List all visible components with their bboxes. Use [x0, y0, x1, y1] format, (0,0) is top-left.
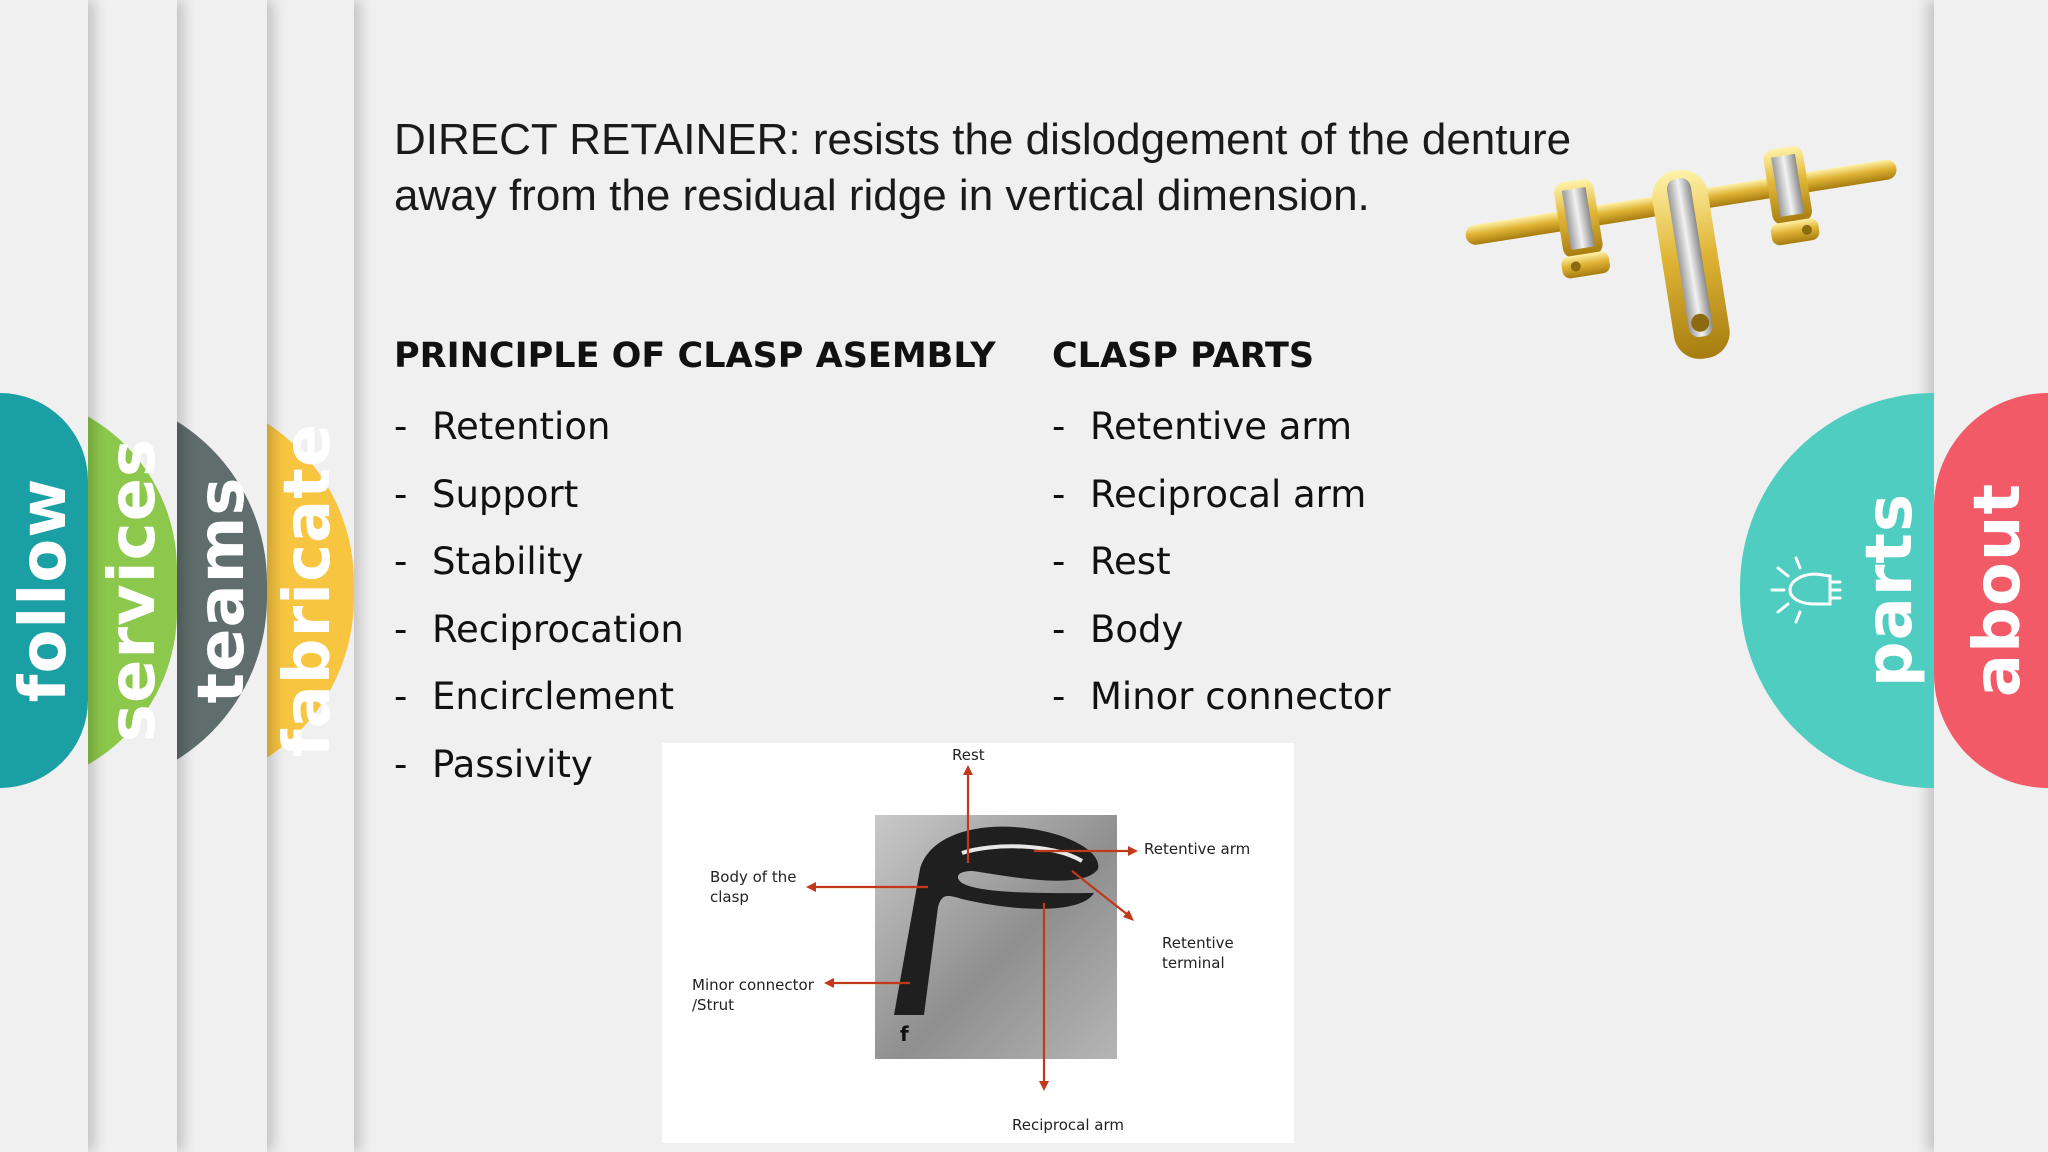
tab-about[interactable]: about	[1934, 0, 2048, 1152]
list-item: -Support	[394, 472, 579, 516]
list-item: -Passivity	[394, 742, 593, 786]
list-item: -Retention	[394, 405, 611, 448]
tab-fabricate-label: fabricate	[271, 422, 345, 758]
headline-term: DIRECT RETAINER:	[394, 115, 801, 164]
label-body-of-clasp: Body of the clasp	[710, 868, 797, 906]
parts-list: -Retentive arm -Reciprocal arm -Rest -Bo…	[1052, 402, 1391, 740]
headline-line1: resists the dislodgement of the denture	[800, 115, 1572, 164]
figure-letter: f	[900, 1022, 909, 1046]
slide-content: DIRECT RETAINER: resists the dislodgemen…	[354, 0, 1934, 1152]
list-item: -Reciprocation	[394, 607, 684, 651]
door-latch-image	[1465, 146, 1897, 359]
tab-parts[interactable]: parts	[1740, 0, 1934, 1152]
tab-services-label: services	[96, 437, 170, 743]
headline-line2: away from the residual ridge in vertical…	[394, 171, 1370, 220]
tab-follow-band	[0, 393, 88, 788]
label-minor-connector: Minor connector /Strut	[692, 976, 814, 1014]
tab-parts-label: parts	[1853, 492, 1927, 688]
tab-about-label: about	[1961, 482, 2035, 698]
list-item: -Reciprocal arm	[1052, 472, 1367, 516]
tab-follow-label: follow	[7, 477, 81, 703]
clasp-drawing: f	[806, 765, 1138, 1091]
headline: DIRECT RETAINER: resists the dislodgemen…	[394, 112, 1594, 224]
label-retentive-arm: Retentive arm	[1144, 840, 1251, 858]
principle-list: -Retention -Support -Stability -Reciproc…	[394, 402, 684, 807]
lightbulb-icon	[1770, 556, 1842, 624]
label-retentive-terminal: Retentive terminal	[1162, 934, 1234, 972]
tab-teams-label: teams	[185, 476, 259, 704]
list-item: -Minor connector	[1052, 675, 1391, 718]
label-rest: Rest	[952, 746, 985, 764]
list-item: -Body	[1052, 607, 1184, 651]
list-item: -Rest	[1052, 540, 1171, 583]
list-item: -Encirclement	[394, 675, 674, 718]
list-item: -Stability	[394, 540, 584, 583]
clasp-diagram: f Rest Retentive arm Body of the clasp R…	[662, 743, 1294, 1143]
label-reciprocal-arm: Reciprocal arm	[1012, 1116, 1125, 1134]
principle-title: PRINCIPLE OF CLASP ASEMBLY	[394, 336, 996, 376]
parts-title: CLASP PARTS	[1052, 336, 1315, 376]
list-item: -Retentive arm	[1052, 405, 1353, 448]
tab-about-band	[1934, 393, 2048, 788]
tab-follow[interactable]: follow	[0, 0, 88, 1152]
